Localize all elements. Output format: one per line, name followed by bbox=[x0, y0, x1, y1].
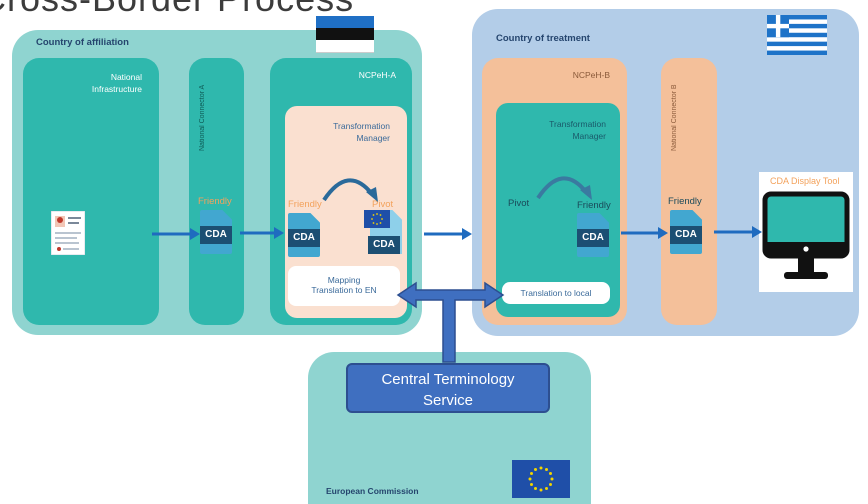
cda-label: CDA bbox=[288, 229, 320, 247]
transformation-manager-b-box bbox=[496, 103, 620, 317]
patient-document-icon bbox=[50, 210, 86, 256]
ncpeh-a-friendly-label: Friendly bbox=[288, 199, 322, 210]
mapping-translation-box: Mapping Translation to EN bbox=[288, 266, 400, 306]
transform-arrow-b-icon bbox=[536, 176, 592, 200]
cda-document-icon: CDA bbox=[200, 210, 236, 256]
national-connector-b-column bbox=[661, 58, 717, 325]
national-infrastructure-column bbox=[23, 58, 159, 325]
european-commission-label: European Commission bbox=[326, 486, 419, 496]
transformation-manager-b-label: Transformation Manager bbox=[549, 119, 606, 141]
estonia-flag-icon bbox=[316, 16, 374, 53]
eu-pivot-document-icon: CDA bbox=[364, 210, 404, 258]
monitor-icon bbox=[762, 191, 850, 279]
translation-to-local-box: Translation to local bbox=[502, 282, 610, 304]
greece-flag-icon bbox=[767, 15, 827, 55]
cda-document-icon: CDA bbox=[670, 210, 706, 256]
cda-label: CDA bbox=[670, 226, 702, 244]
national-connector-a-column bbox=[189, 58, 244, 325]
translation-to-en-label: Translation to EN bbox=[311, 285, 377, 295]
country-of-affiliation-label: Country of affiliation bbox=[36, 37, 129, 48]
cda-label: CDA bbox=[577, 229, 609, 247]
cda-document-icon: CDA bbox=[577, 213, 613, 259]
cda-document-icon: CDA bbox=[288, 213, 324, 259]
ncpeh-a-label: NCPeH-A bbox=[358, 70, 396, 80]
mapping-label: Mapping bbox=[327, 275, 361, 285]
cda-display-tool-label: CDA Display Tool bbox=[770, 176, 840, 186]
eu-flag-icon bbox=[512, 460, 570, 498]
ncpeh-b-friendly-label: Friendly bbox=[577, 200, 611, 211]
ncpeh-b-label: NCPeH-B bbox=[572, 70, 610, 80]
service-label: Service bbox=[422, 392, 474, 409]
connector-a-friendly-label: Friendly bbox=[198, 196, 232, 207]
cda-label: CDA bbox=[200, 226, 232, 244]
central-terminology-label: Central Terminology bbox=[381, 371, 515, 388]
central-terminology-service-box: Central Terminology Service bbox=[346, 363, 550, 413]
transformation-manager-a-label: Transformation Manager bbox=[333, 121, 390, 143]
connector-b-friendly-label: Friendly bbox=[668, 196, 702, 207]
diagram-title: Cross-Border Process bbox=[0, 0, 354, 20]
national-infrastructure-label: National Infrastructure bbox=[91, 72, 142, 94]
translation-to-local-label: Translation to local bbox=[520, 288, 592, 298]
ncpeh-a-pivot-label: Pivot bbox=[372, 199, 394, 210]
ncpeh-b-pivot-label: Pivot bbox=[508, 198, 530, 209]
transform-arrow-a-icon bbox=[322, 178, 378, 202]
country-of-treatment-label: Country of treatment bbox=[496, 33, 590, 44]
cda-label: CDA bbox=[368, 236, 400, 254]
